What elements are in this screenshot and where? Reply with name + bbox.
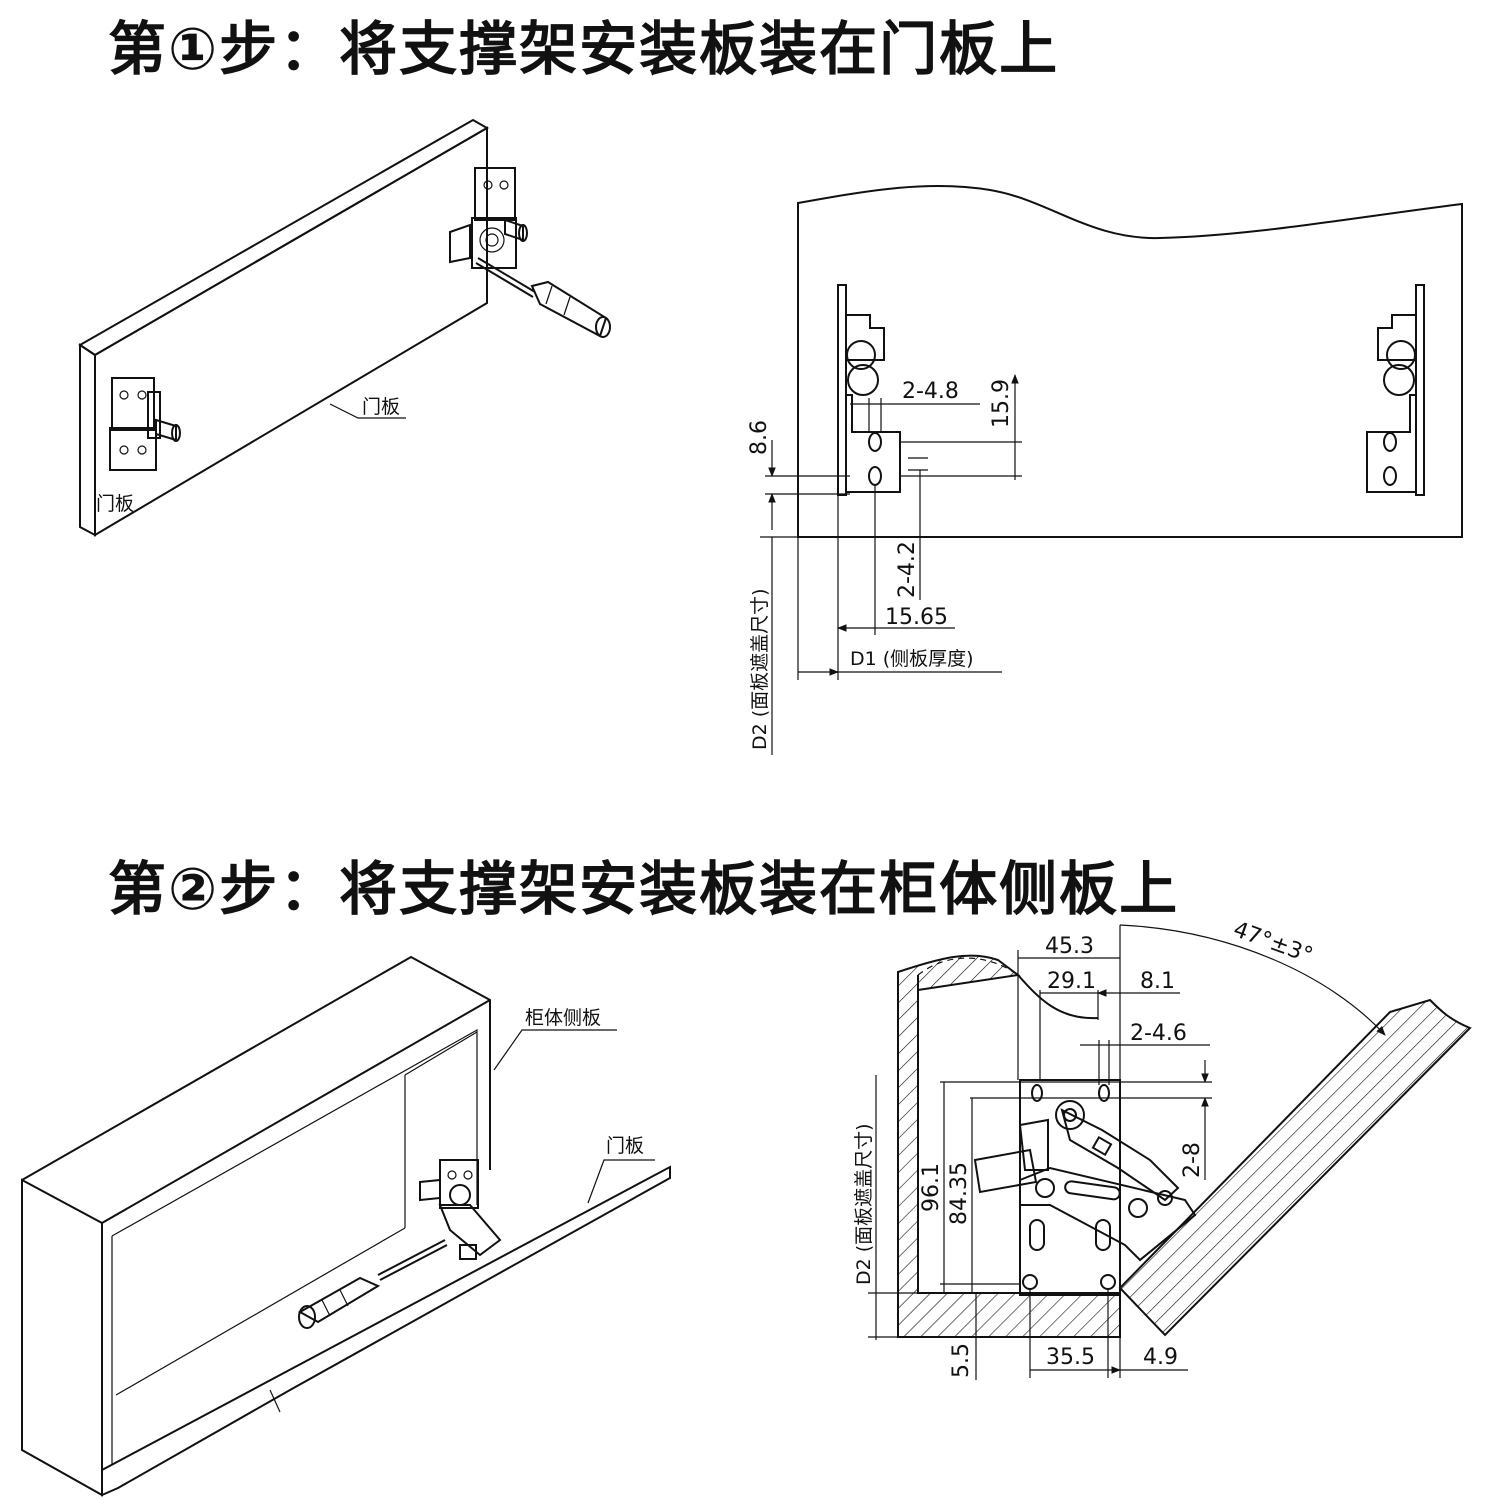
dim-2-8: 2-8: [1180, 1142, 1205, 1178]
label-door-panel-b: 门板: [96, 493, 134, 515]
leader-door-panel-a: [329, 403, 406, 419]
mounting-bracket-left: [109, 377, 181, 471]
door-panel-outline: [797, 184, 1463, 538]
cabinet-wall-section: [897, 954, 1121, 1338]
dim-8-6: 8.6: [747, 420, 772, 455]
dim-d1: D1 (侧板厚度): [850, 648, 974, 670]
mounting-plate-section: [973, 1079, 1197, 1296]
door-panel-top-edge: [78, 118, 490, 357]
dim-96-1: 96.1: [919, 1163, 944, 1212]
dim-15-65: 15.65: [885, 605, 948, 630]
label-cabinet-side: 柜体侧板: [525, 1007, 601, 1029]
cabinet-front-top-edge: [101, 999, 491, 1224]
cabinet-inner-back-top: [404, 1031, 478, 1076]
leader-cabinet-side: [493, 1029, 617, 1071]
step1-isometric-view: [78, 118, 611, 537]
door-panel-side-edge: [79, 343, 96, 537]
dim-d2-step1: D2 (面板遮盖尺寸): [749, 588, 771, 750]
label-door-panel-a: 门板: [362, 396, 400, 418]
dim-35-5: 35.5: [1046, 1345, 1095, 1370]
step1-title: 第①步：将支撑架安装板装在门板上: [108, 15, 1060, 83]
cabinet-top: [21, 955, 491, 1181]
leader-door-panel: [587, 1159, 655, 1204]
mounting-bracket-right: [449, 167, 528, 269]
cabinet-top-break: [1017, 974, 1099, 1020]
dim-2-4-2: 2-4.2: [895, 541, 920, 598]
dim-2-4-8: 2-4.8: [902, 379, 959, 404]
bracket-elevation-left: [837, 284, 901, 496]
step2-title: 第②步：将支撑架安装板装在柜体侧板上: [108, 855, 1180, 923]
step1-front-view: [760, 184, 1463, 755]
cabinet-inner-top: [111, 1028, 478, 1237]
dim-d2-step2: D2 (面板遮盖尺寸): [853, 1123, 875, 1285]
dimension-lines-step1: [760, 374, 1022, 755]
dimension-lines-step2: [868, 924, 1386, 1380]
dim-angle-47: 47°±3°: [1230, 917, 1316, 969]
dim-45-3: 45.3: [1045, 934, 1094, 959]
cabinet-left-side: [21, 1178, 103, 1497]
dim-4-9: 4.9: [1143, 1345, 1178, 1370]
dim-8-1: 8.1: [1140, 969, 1175, 994]
dim-29-1: 29.1: [1047, 969, 1096, 994]
screwdriver-step1: [475, 257, 611, 338]
screwdriver-step2: [297, 1239, 448, 1329]
door-panel-face: [94, 126, 488, 537]
label-door-panel-step2: 门板: [606, 1135, 644, 1157]
step2-section-view: [868, 924, 1472, 1380]
cabinet-inner-back: [115, 1227, 406, 1396]
dim-15-9: 15.9: [989, 379, 1014, 428]
bracket-elevation-right: [1366, 284, 1425, 496]
door-section: [1118, 998, 1472, 1337]
door-panel-flap: [101, 1165, 671, 1497]
mounting-bracket-cabinet: [419, 1159, 502, 1260]
step2-isometric-view: [21, 955, 671, 1497]
dim-5-5: 5.5: [949, 1343, 974, 1378]
dim-84-35: 84.35: [947, 1162, 972, 1225]
wall-break-line: [917, 957, 1019, 976]
dim-2-4-6: 2-4.6: [1130, 1021, 1187, 1046]
